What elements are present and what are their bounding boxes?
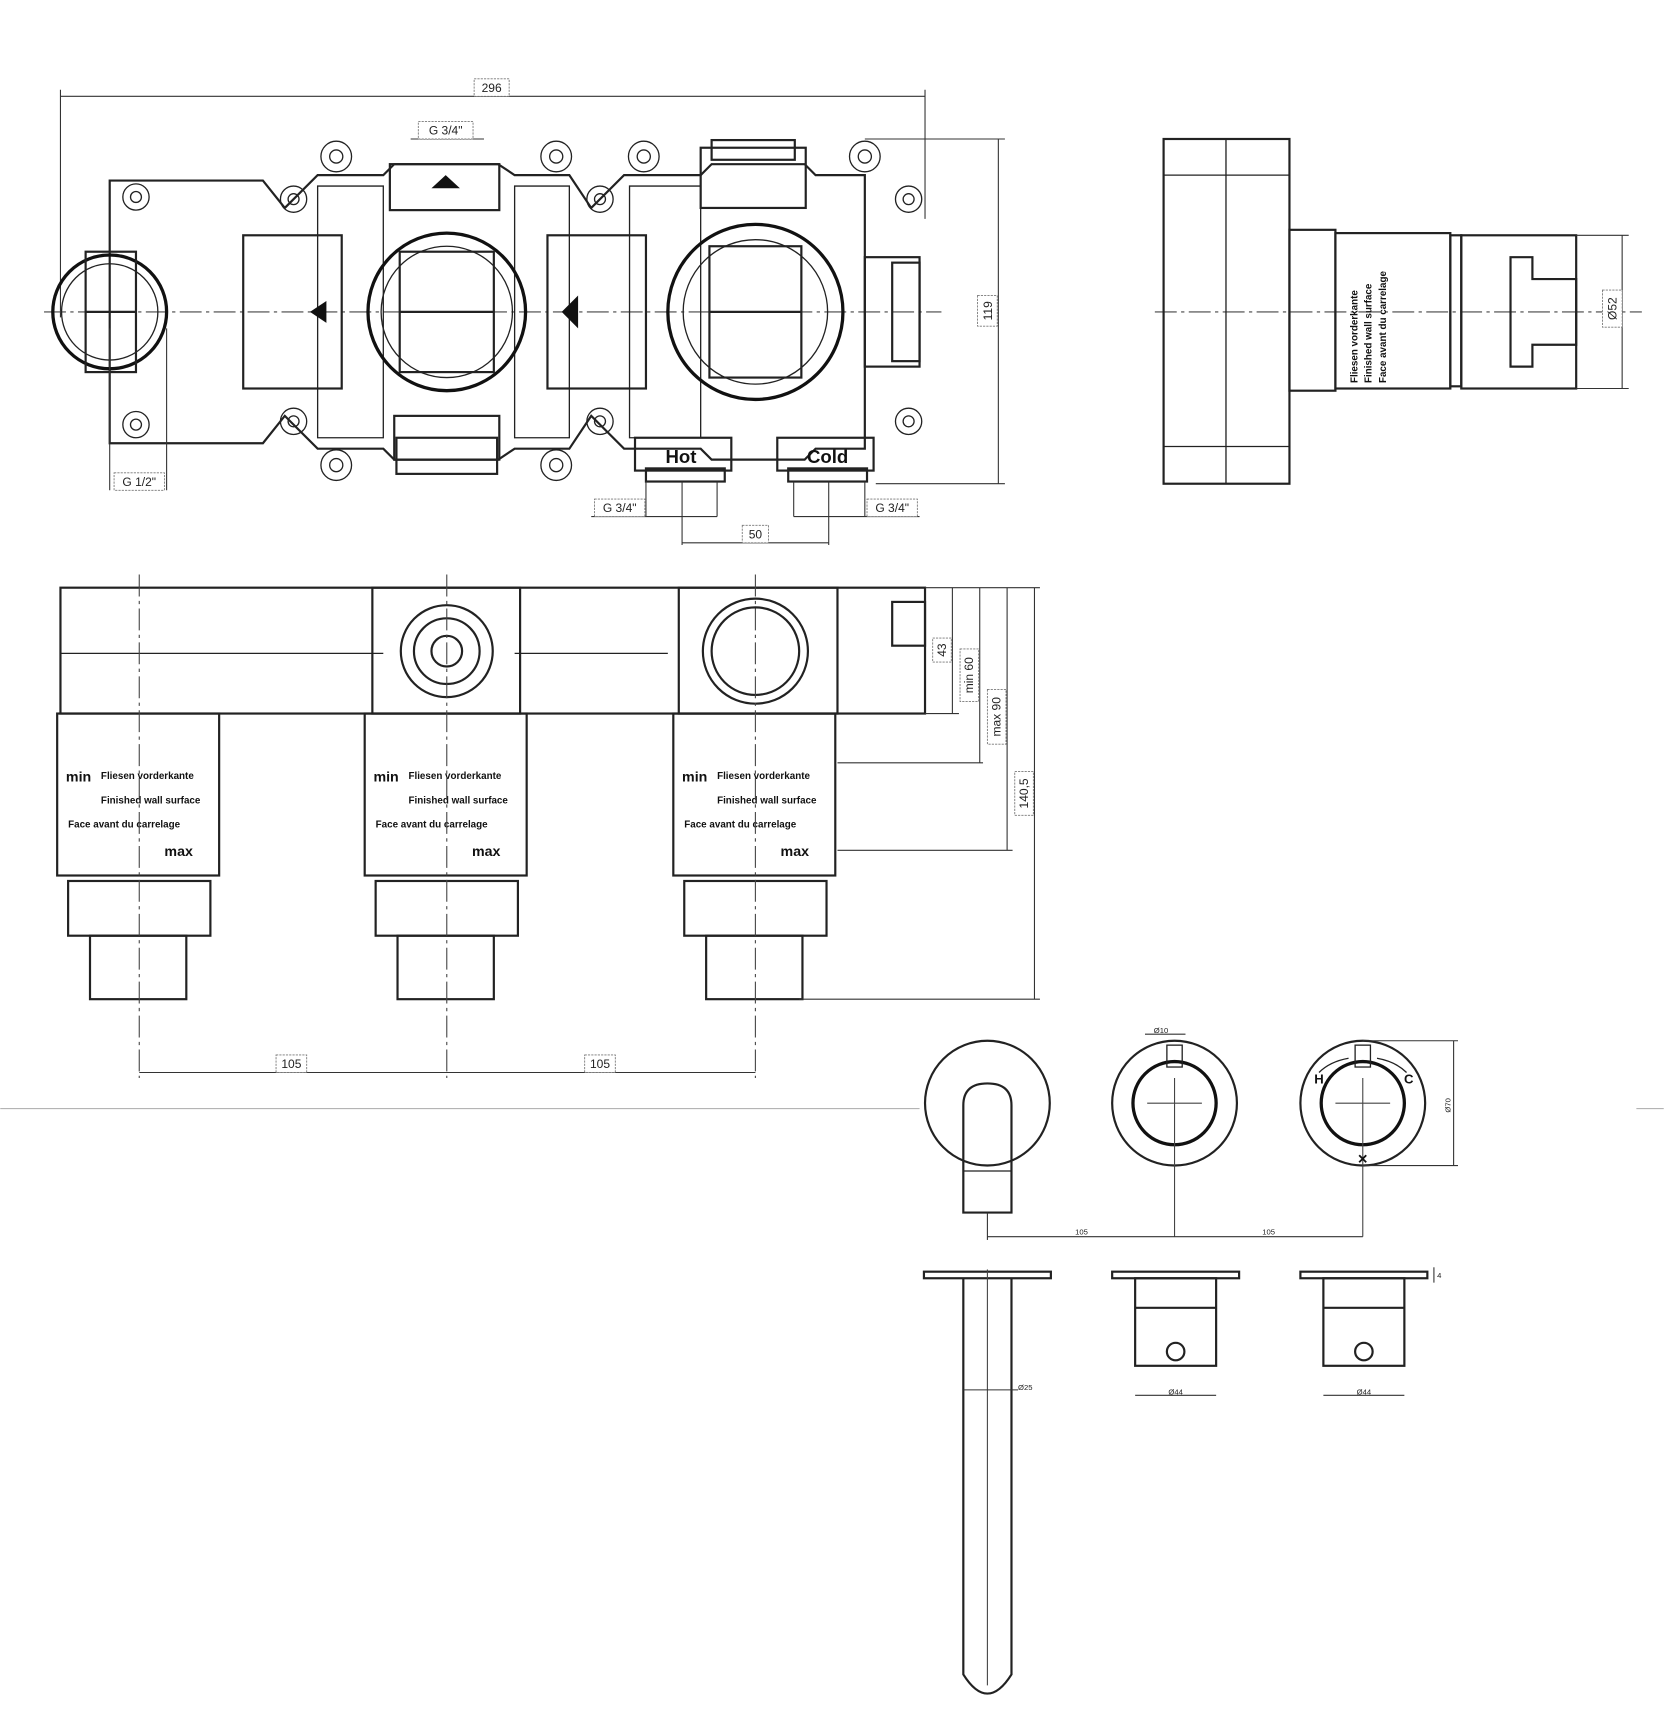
trim-view: Ø10 H C ✕ Ø70 105 105 Ø25 Ø44 Ø44 [922, 1026, 1458, 1695]
wall-label-1: min Fliesen vorderkante Finished wall su… [66, 769, 201, 859]
height-label: 119 [981, 301, 995, 320]
hot-mark: H [1314, 1071, 1323, 1086]
wall-label-de: Fliesen vorderkante [717, 771, 810, 782]
cold-label: Cold [807, 446, 848, 467]
wall-label-fr: Face avant du carrelage [376, 819, 489, 830]
min-depth-label: min 60 [962, 657, 976, 693]
handle-diameter-label: Ø10 [1154, 1026, 1168, 1035]
min-mark: min [66, 769, 91, 785]
side-wall-label-de: Fliesen vorderkante [1349, 290, 1360, 383]
min-mark: min [373, 769, 398, 785]
top-view: 296 G 3/4" 119 [44, 78, 1005, 546]
plate-diameter-label: Ø70 [1443, 1098, 1452, 1112]
top-connection-label: G 3/4" [429, 124, 463, 138]
wall-label-3: min Fliesen vorderkante Finished wall su… [682, 769, 817, 859]
valve-circle-center [366, 231, 528, 393]
wall-label-de: Fliesen vorderkante [408, 771, 501, 782]
left-connection-label: G 1/2" [122, 475, 156, 489]
cold-connection-label: G 3/4" [875, 501, 909, 515]
body-depth-label: 43 [935, 643, 949, 657]
handle-body-left-label: Ø44 [1168, 1387, 1183, 1396]
side-diameter-label: Ø52 [1606, 297, 1620, 320]
wall-label-en: Finished wall surface [101, 795, 201, 806]
front-view: min Fliesen vorderkante Finished wall su… [56, 574, 1040, 1078]
trim-spacing-right-label: 105 [1262, 1227, 1275, 1236]
total-depth-label: 140,5 [1017, 778, 1031, 808]
side-wall-label-fr: Face avant du carrelage [1378, 271, 1389, 384]
wall-label-2: min Fliesen vorderkante Finished wall su… [373, 769, 508, 859]
max-mark: max [781, 844, 810, 860]
side-wall-label-en: Finished wall surface [1364, 283, 1375, 383]
min-mark: min [682, 769, 707, 785]
spout-diameter-label: Ø25 [1018, 1383, 1032, 1392]
spacing-right-label: 105 [590, 1057, 610, 1071]
spacing-left-label: 105 [281, 1057, 301, 1071]
trim-spacing-left-label: 105 [1075, 1227, 1088, 1236]
handle-body-right-label: Ø44 [1357, 1387, 1372, 1396]
inlet-spacing-label: 50 [749, 527, 763, 541]
wall-label-fr: Face avant du carrelage [68, 819, 181, 830]
indicator-mark-icon: ✕ [1357, 1151, 1368, 1166]
max-depth-label: max 90 [990, 697, 1004, 737]
wall-label-fr: Face avant du carrelage [684, 819, 797, 830]
side-view: Ø52 Fliesen vorderkante Finished wall su… [1154, 137, 1642, 485]
wall-label-en: Finished wall surface [717, 795, 817, 806]
valve-circle-right [666, 222, 845, 402]
wall-label-de: Fliesen vorderkante [101, 771, 194, 782]
wall-label-en: Finished wall surface [408, 795, 508, 806]
cold-mark: C [1404, 1071, 1414, 1086]
hot-label: Hot [665, 446, 696, 467]
plate-thickness-label: 4 [1437, 1271, 1442, 1280]
hot-connection-label: G 3/4" [603, 501, 637, 515]
overall-width-label: 296 [482, 81, 502, 95]
max-mark: max [472, 844, 501, 860]
max-mark: max [164, 844, 193, 860]
